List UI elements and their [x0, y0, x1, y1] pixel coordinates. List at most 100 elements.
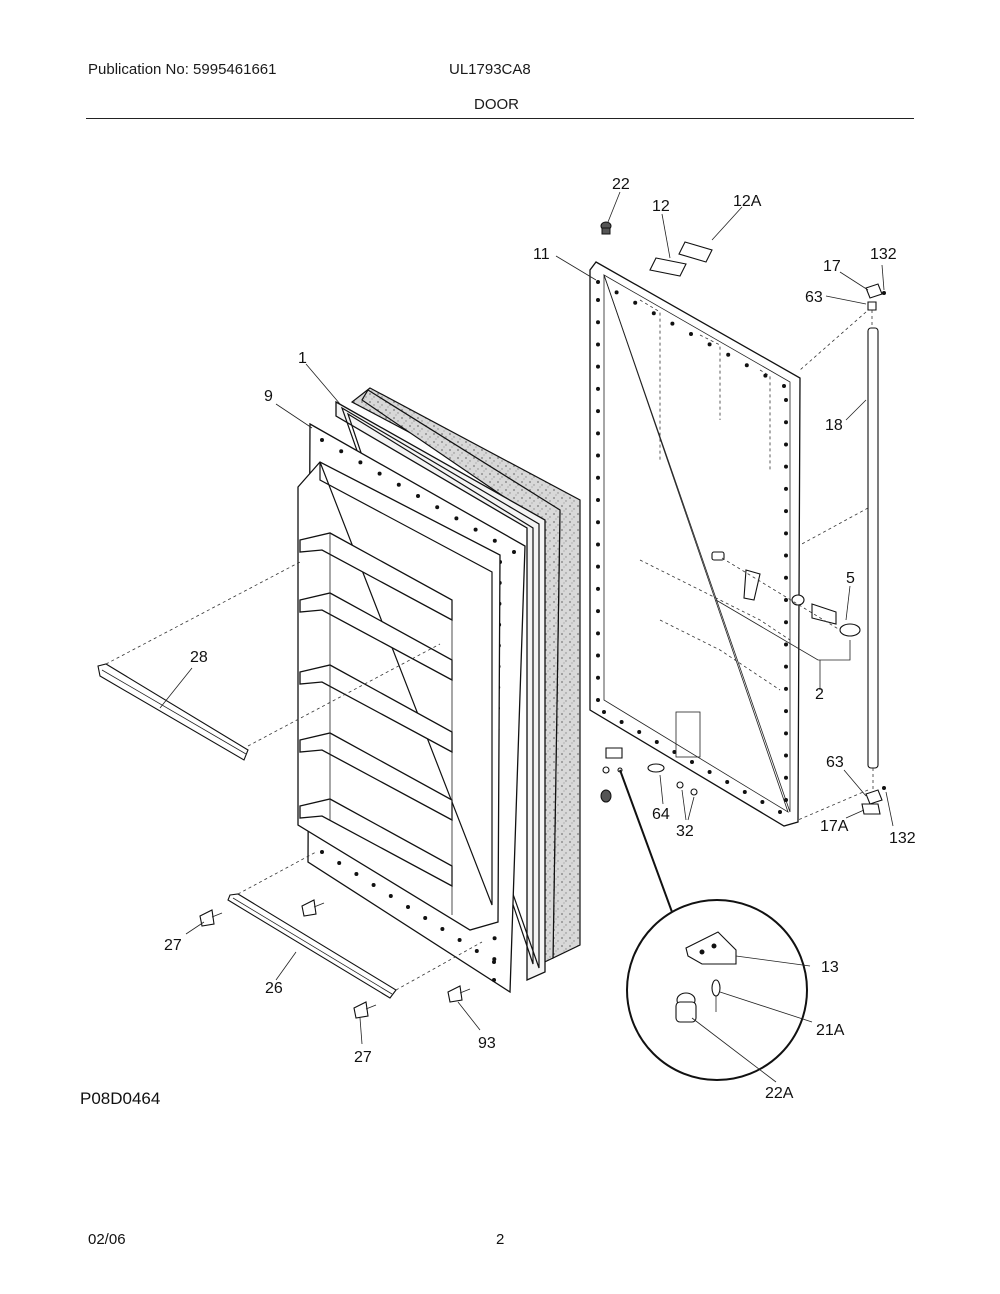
screw-hole — [596, 698, 600, 702]
screw-hole — [633, 300, 638, 305]
screw-hole — [416, 494, 420, 498]
screw-hole — [778, 810, 782, 814]
section-title: DOOR — [474, 96, 519, 113]
callout-22a: 22A — [765, 1085, 794, 1102]
screw-hole — [784, 731, 788, 736]
screw-hole — [784, 420, 788, 425]
screw-hole — [492, 936, 497, 941]
screw-hole — [784, 598, 788, 602]
callout-17a: 17A — [820, 818, 849, 835]
screw-hole — [784, 775, 788, 780]
callout-63-top: 63 — [805, 289, 823, 306]
leader-9 — [275, 403, 313, 429]
screw-hole — [672, 750, 677, 754]
callout-13: 13 — [821, 959, 839, 976]
shelf-bar-28 — [97, 561, 441, 761]
screw-hole — [726, 352, 731, 357]
screws-27-93 — [185, 899, 481, 1045]
callout-32: 32 — [676, 823, 694, 840]
screw-hole — [760, 800, 765, 804]
screw-hole — [596, 653, 600, 658]
screw-hole — [596, 386, 600, 391]
screw-hole — [454, 516, 459, 521]
screw-hole — [784, 798, 788, 802]
screw-hole — [388, 894, 393, 898]
screw-hole — [784, 753, 788, 758]
callout-63-bottom: 63 — [826, 754, 844, 771]
screw-hole — [742, 790, 747, 794]
callout-22: 22 — [612, 176, 630, 193]
screw-hole — [784, 531, 788, 536]
screw-hole — [614, 290, 619, 295]
callout-9: 9 — [264, 388, 273, 405]
screw-hole — [440, 927, 445, 931]
screw-hole — [377, 471, 382, 476]
screw-hole — [596, 431, 600, 436]
screw-hole — [492, 978, 496, 982]
callout-64: 64 — [652, 806, 670, 823]
bottom-fasteners — [600, 747, 698, 821]
callout-27-bottom: 27 — [354, 1049, 372, 1066]
screw-hole — [596, 498, 600, 502]
screw-hole — [492, 960, 496, 964]
callout-18: 18 — [825, 417, 843, 434]
screw-hole — [473, 527, 478, 532]
screw-hole — [602, 710, 606, 714]
screw-hole — [690, 760, 694, 764]
callout-28: 28 — [190, 649, 208, 666]
screw-hole — [320, 438, 324, 442]
screw-hole — [782, 384, 786, 388]
screw-hole — [784, 575, 788, 580]
screw-hole — [596, 298, 600, 302]
screw-hole — [784, 553, 788, 558]
screw-hole — [423, 916, 428, 920]
footer-date: 02/06 — [88, 1231, 126, 1248]
screw-hole — [784, 486, 788, 491]
callout-12a: 12A — [733, 193, 762, 210]
screw-hole — [596, 475, 600, 480]
callout-93: 93 — [478, 1035, 496, 1052]
screw-hole — [596, 675, 600, 680]
callout-11: 11 — [533, 246, 550, 263]
callout-5: 5 — [846, 570, 855, 587]
header-rule — [86, 118, 914, 119]
screw-hole — [596, 586, 600, 591]
screw-hole — [784, 664, 788, 669]
screw-hole — [689, 332, 693, 336]
top-hinge-parts — [555, 191, 743, 281]
screw-hole — [596, 542, 600, 547]
callout-132-top: 132 — [870, 246, 897, 263]
detail-callout-circle — [619, 769, 813, 1083]
callout-27-left: 27 — [164, 937, 182, 954]
screw-hole — [784, 642, 788, 647]
publication-number: Publication No: 5995461661 — [88, 61, 277, 78]
screw-hole — [784, 709, 788, 714]
screw-hole — [320, 850, 324, 854]
screw-hole — [492, 538, 497, 543]
screw-hole — [784, 686, 788, 691]
screw-hole — [670, 321, 675, 326]
screw-hole — [337, 861, 342, 865]
screw-hole — [596, 631, 600, 636]
screw-hole — [596, 520, 600, 525]
inner-door-liner — [297, 422, 526, 994]
screw-hole — [358, 460, 363, 465]
screw-hole — [596, 609, 600, 614]
screw-hole — [596, 564, 600, 569]
callout-21a: 21A — [816, 1022, 845, 1039]
screw-hole — [784, 509, 788, 514]
screw-hole — [784, 442, 788, 447]
hinge-rod-assembly — [797, 264, 894, 827]
leader-1 — [305, 363, 341, 405]
screw-hole — [596, 409, 600, 414]
screw-hole — [619, 720, 624, 724]
callout-2: 2 — [815, 686, 824, 703]
screw-hole — [654, 740, 659, 744]
screw-hole — [457, 938, 462, 942]
screw-hole — [637, 730, 642, 734]
screw-hole — [512, 550, 516, 554]
screw-hole — [596, 320, 600, 325]
screw-hole — [784, 620, 788, 625]
bottom-bar-26 — [227, 851, 483, 999]
screw-hole — [492, 957, 497, 962]
